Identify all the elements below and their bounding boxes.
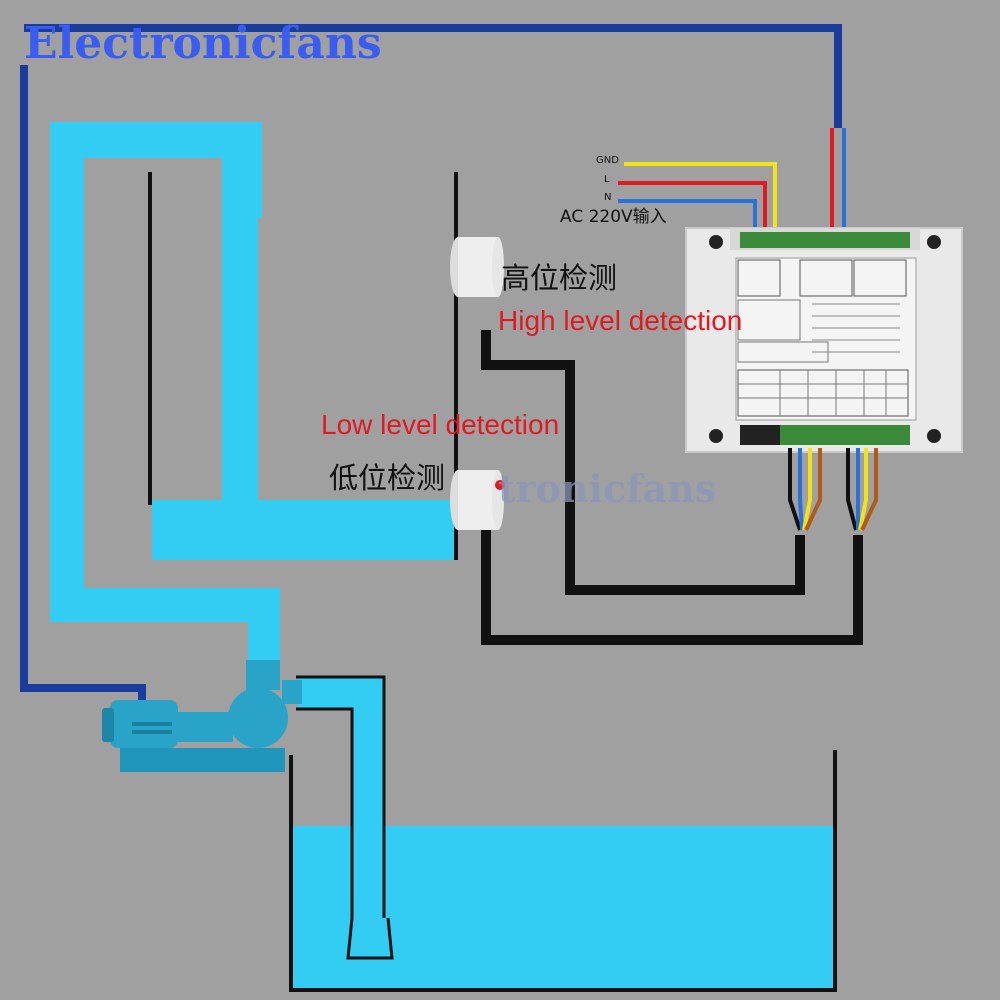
high-level-sensor-icon [450, 237, 504, 297]
low-level-en-label: Low level detection [321, 409, 559, 440]
n-label: N [604, 192, 611, 203]
pipe-system [50, 122, 833, 988]
outlet-pipe-outline [296, 707, 354, 918]
lower-tank [289, 750, 837, 992]
relay-controller-icon [685, 227, 963, 453]
water-pump-icon [102, 660, 302, 772]
gnd-label: GND [596, 155, 619, 166]
suction-foot [346, 917, 394, 960]
brand-watermark: Electronicfans [24, 18, 382, 69]
high-level-en-label: High level detection [498, 305, 742, 336]
pump-output-wires [830, 128, 846, 240]
high-level-cn-label: 高位检测 [501, 261, 617, 295]
outlet-pipe-outline-right [296, 675, 386, 918]
sensor-wires [481, 330, 863, 645]
faint-watermark: tronicfans [498, 466, 716, 511]
controller-sensor-wires [788, 448, 878, 531]
low-level-sensor-icon [450, 470, 505, 530]
low-level-cn-label: 低位检测 [329, 461, 445, 495]
ac-input-label: AC 220V输入 [560, 207, 667, 227]
pump-power-wire [20, 65, 146, 705]
l-label: L [604, 174, 610, 185]
pump-power-wire-top [24, 24, 842, 128]
